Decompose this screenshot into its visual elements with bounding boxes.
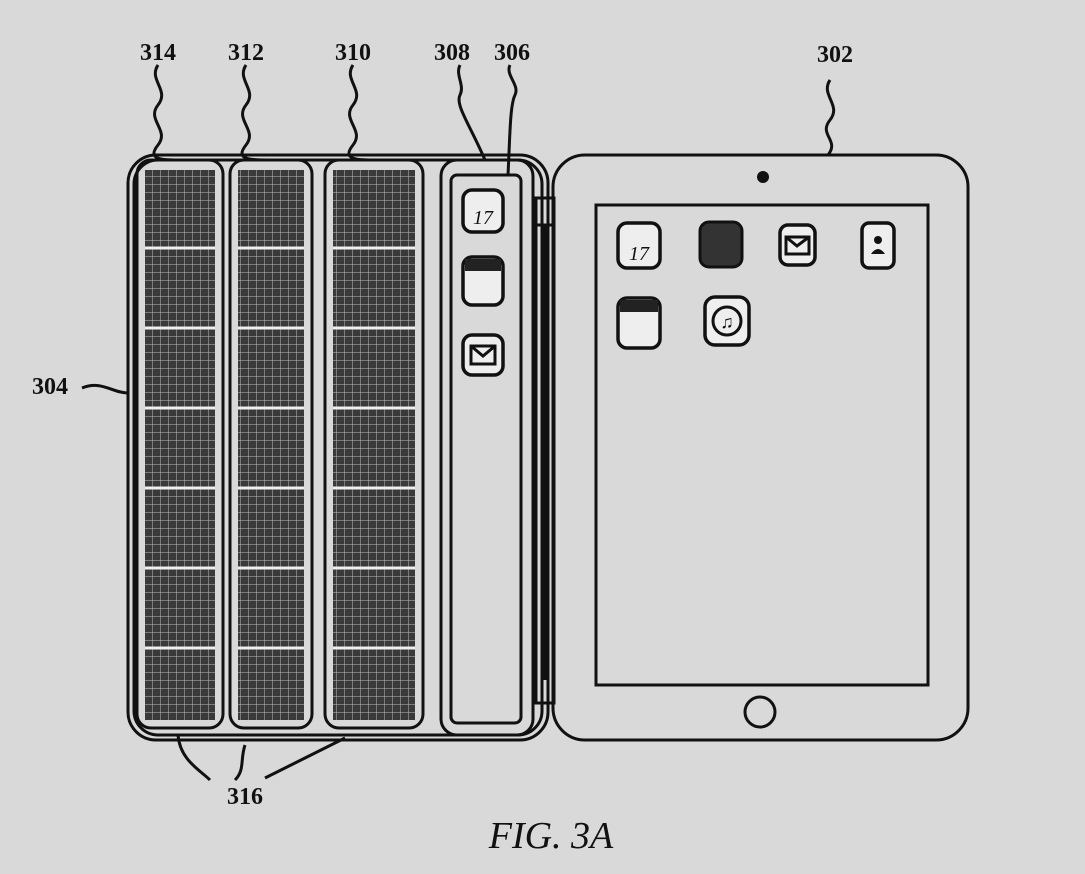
solar-panel-314: [135, 158, 225, 730]
screen-mail-icon: [778, 223, 817, 267]
strip-mail-icon: [461, 333, 505, 377]
screen-notes-dark-icon: [698, 220, 744, 269]
label-306: 306: [494, 40, 530, 66]
solar-panel-310: [323, 158, 425, 730]
label-308: 308: [434, 40, 470, 66]
leader-lines: [81, 64, 836, 782]
label-314: 314: [140, 40, 176, 66]
strip-calendar-icon: 17: [461, 188, 505, 234]
hinge: [534, 196, 556, 705]
label-312: 312: [228, 40, 264, 66]
figure-caption: FIG. 3A: [488, 815, 614, 857]
screen-music-icon: ♫: [703, 295, 751, 347]
label-316: 316: [227, 784, 263, 810]
camera-icon: [757, 171, 769, 183]
screen-contacts-icon: [860, 221, 896, 270]
calendar-day: 17: [629, 243, 650, 265]
display-strip-306: [439, 158, 535, 737]
strip-notes-icon: [461, 255, 505, 307]
screen-calendar-icon: 17: [616, 221, 662, 270]
calendar-day: 17: [473, 207, 494, 229]
label-304: 304: [32, 374, 68, 400]
tablet: [551, 153, 970, 742]
screen-notes-icon: [616, 296, 662, 350]
svg-text:♫: ♫: [720, 312, 734, 332]
label-310: 310: [335, 40, 371, 66]
label-302: 302: [817, 42, 853, 68]
panel-segment-dividers: [145, 246, 415, 650]
solar-panel-312: [228, 158, 314, 730]
home-button: [743, 695, 777, 729]
